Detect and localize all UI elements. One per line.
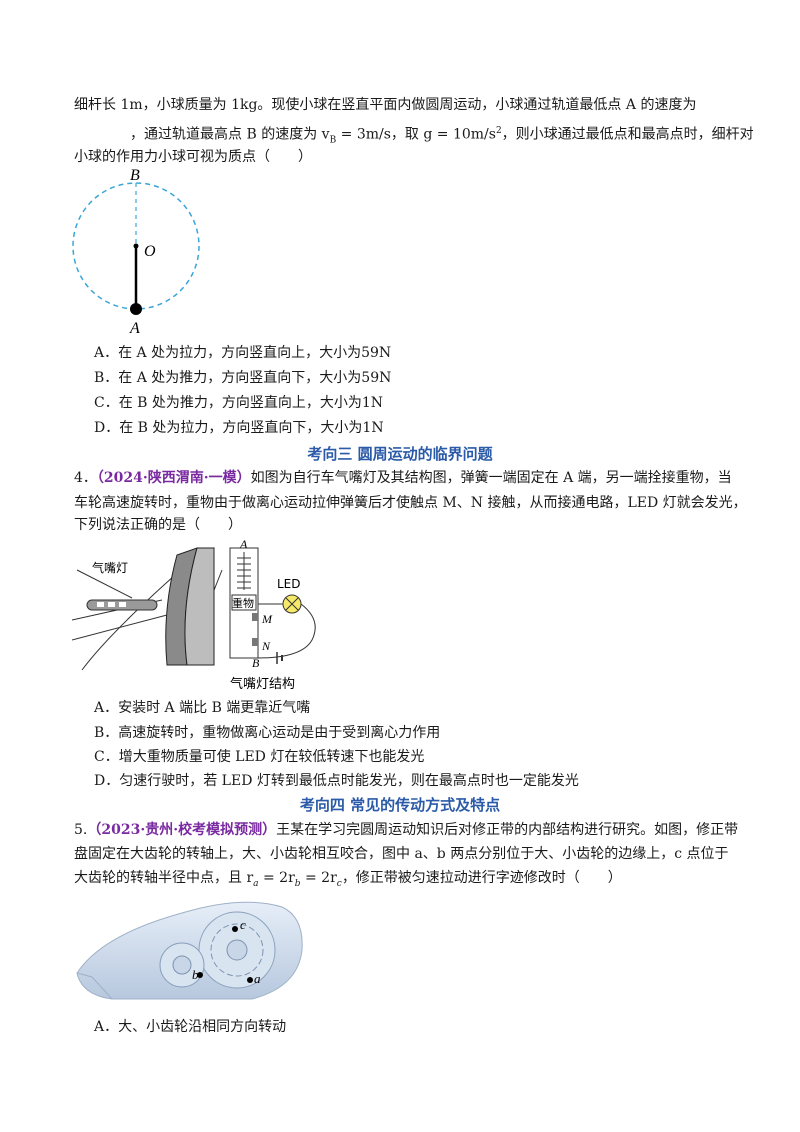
q4-figure: 气嘴灯 A 重物 M N B LED 气嘴灯结构	[72, 540, 316, 692]
small-gear-hub	[172, 955, 192, 975]
q4-text-line1: 4．（2024·陕西渭南·一模）如图为自行车气嘴灯及其结构图，弹簧一端固定在 A…	[74, 468, 732, 488]
q5-line3-a: 大齿轮的转轴半径中点，且 r	[74, 870, 254, 886]
q3-text-line1: 细杆长 1m，小球质量为 1kg。现使小球在竖直平面内做圆周运动，小球通过轨道最…	[74, 97, 697, 113]
label-B: B	[252, 656, 260, 670]
point-a	[247, 977, 253, 983]
q4-text-line3: 下列说法正确的是（ ）	[74, 517, 242, 533]
label-A: A	[129, 320, 140, 337]
q5-line3-d: ，修正带被匀速拉动进行字迹修改时（ ）	[341, 870, 622, 886]
weight-block	[231, 594, 257, 611]
tape-tip	[76, 972, 113, 1000]
section-heading-3: 考向三 圆周运动的临界问题	[307, 445, 493, 463]
label-b: b	[192, 967, 199, 982]
q5-option-a[interactable]: A．大、小齿轮沿相同方向转动	[94, 1019, 287, 1035]
q5-line3-c: = 2r	[300, 870, 337, 886]
q4-option-a[interactable]: A．安装时 A 端比 B 端更靠近气嘴	[94, 700, 311, 716]
q4-option-d[interactable]: D．匀速行驶时，若 LED 灯转到最低点时能发光，则在最高点时也一定能发光	[94, 773, 579, 789]
led-cross	[285, 597, 299, 611]
pivot-point	[133, 243, 139, 249]
q5-text-line2: 盘固定在大齿轮的转轴上，大、小齿轮相互咬合，图中 a、b 两点分别位于大、小齿轮…	[74, 846, 729, 862]
q5-sub-a: a	[253, 878, 259, 889]
dashed-orbit	[72, 182, 200, 310]
spring	[237, 557, 251, 589]
label-led: LED	[277, 577, 301, 591]
q3-line2-sup: 2	[495, 126, 502, 136]
point-b	[197, 972, 203, 978]
q5-number: 5.	[74, 822, 88, 838]
contact-M	[252, 613, 258, 621]
large-gear-hub	[226, 939, 248, 961]
label-A: A	[239, 540, 248, 551]
q5-sub-c: c	[336, 878, 342, 889]
label-valve-lamp: 气嘴灯	[92, 560, 128, 575]
q3-circle-figure: B O A	[72, 168, 200, 337]
q5-sub-b: b	[294, 878, 301, 889]
label-O: O	[144, 243, 156, 260]
label-c: c	[240, 917, 246, 932]
q3-option-b[interactable]: B．在 A 处为推力，方向竖直向下，大小为59N	[94, 370, 392, 386]
q5-correction-tape-figure: c b a	[76, 901, 303, 1000]
q4-option-c[interactable]: C．增大重物质量可使 LED 灯在较低转速下也能发光	[94, 749, 425, 765]
point-c	[232, 926, 238, 932]
q5-line3-b: = 2r	[258, 870, 295, 886]
label-a: a	[254, 971, 261, 986]
q3-option-c[interactable]: C．在 B 处为推力，方向竖直向上，大小为1N	[94, 395, 384, 411]
q5-text-line1: 5.（2023·贵州·校考模拟预测）王某在学习完圆周运动知识后对修正带的内部结构…	[74, 820, 738, 840]
label-M: M	[261, 612, 273, 626]
q4-option-b[interactable]: B．高速旋转时，重物做离心运动是由于受到离心力作用	[94, 725, 441, 741]
q3-line2-b: = 3m/s，取 g = 10m/s	[336, 126, 496, 143]
q4-number: 4．	[74, 470, 97, 486]
q3-line2-a: ，通过轨道最高点 B 的速度为 v	[130, 126, 330, 143]
q3-line2-c: ，则小球通过最低点和最高点时，细杆对	[501, 126, 754, 143]
label-weight: 重物	[232, 596, 254, 610]
q3-text-line2: ，通过轨道最高点 B 的速度为 vB = 3m/s，取 g = 10m/s2，则…	[130, 121, 754, 150]
label-N: N	[261, 639, 271, 653]
q4-source: （2024·陕西渭南·一模）	[96, 470, 251, 486]
q5-text-line3: 大齿轮的转轴半径中点，且 ra = 2rb = 2rc，修正带被匀速拉动进行字迹…	[74, 868, 622, 894]
ball	[130, 303, 142, 315]
label-structure-caption: 气嘴灯结构	[230, 676, 295, 692]
contact-N	[252, 638, 258, 646]
q4-line1: 如图为自行车气嘴灯及其结构图，弹簧一端固定在 A 端，另一端拴接重物，当	[250, 470, 732, 486]
section-heading-4: 考向四 常见的传动方式及特点	[299, 796, 501, 814]
pointer-line	[76, 569, 133, 599]
circuit-wire	[257, 603, 316, 659]
q3-option-a[interactable]: A．在 A 处为拉力，方向竖直向上，大小为59N	[94, 345, 392, 361]
q5-source: （2023·贵州·校考模拟预测）	[87, 822, 277, 838]
tube	[229, 547, 259, 659]
rim	[184, 547, 215, 666]
lamp-slot-2	[108, 602, 115, 607]
q4-text-line2: 车轮高速旋转时，重物由于做离心运动拉伸弹簧后才使触点 M、N 接触，从而接通电路…	[74, 495, 747, 511]
lamp-slot-1	[97, 602, 104, 607]
label-B: B	[130, 168, 140, 184]
q3-line2-sub: B	[329, 135, 337, 146]
spoke-2	[72, 614, 168, 641]
large-gear-inner	[210, 923, 264, 977]
q5-line1: 王某在学习完圆周运动知识后对修正带的内部结构进行研究。如图，修正带	[276, 822, 739, 838]
lamp-slot-3	[119, 602, 126, 607]
q3-text-line3: 小球的作用力小球可视为质点（ ）	[74, 149, 312, 165]
q3-option-d[interactable]: D．在 B 处为拉力，方向竖直向下，大小为1N	[94, 420, 384, 436]
